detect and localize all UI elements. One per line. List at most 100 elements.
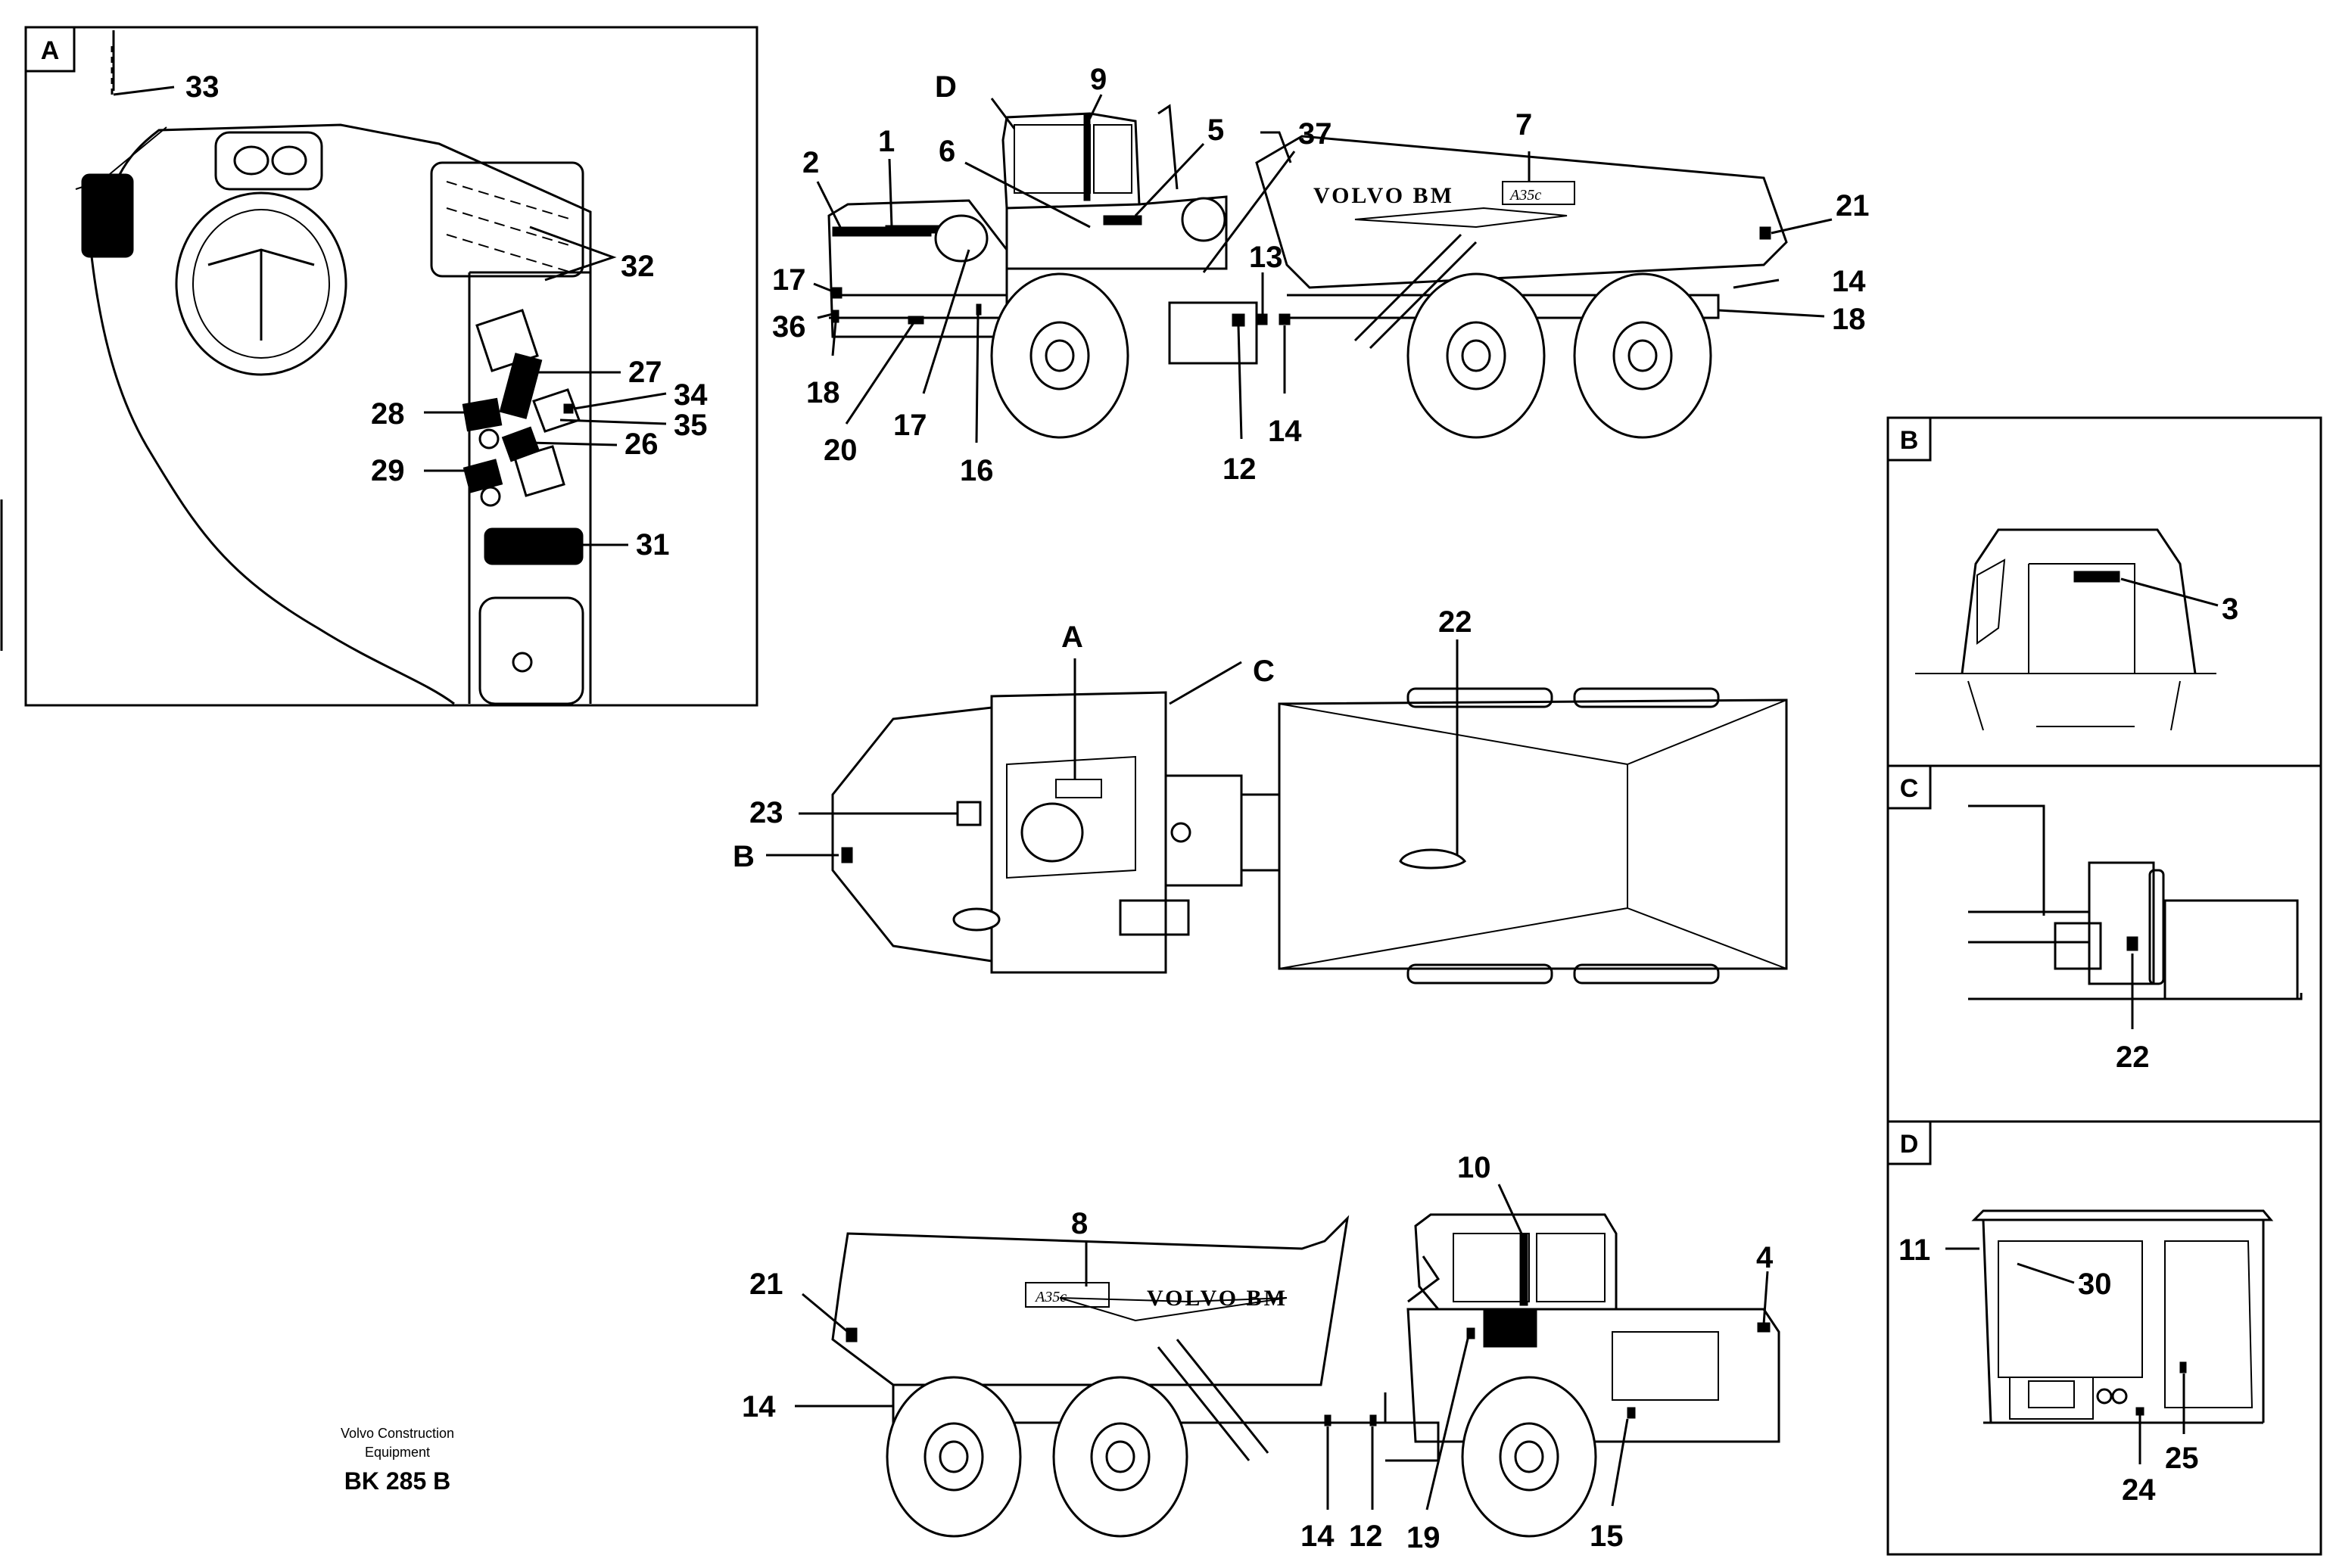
bottom-decal-15: [1627, 1407, 1636, 1419]
plan-cab: [990, 691, 1167, 974]
callout-29: 29: [371, 454, 405, 487]
top-front-hub: [1029, 321, 1090, 390]
plan-hitch: [1241, 793, 1281, 872]
cab-front-window: [1998, 1240, 2143, 1378]
callout-31: 31: [636, 528, 670, 562]
callout-24: 24: [2122, 1473, 2156, 1507]
callout-9: 9: [1090, 63, 1107, 96]
callout-5: 5: [1207, 114, 1224, 147]
plan-dump-inner: [1279, 699, 1787, 969]
callout-28: 28: [371, 397, 405, 431]
top-decal-12: [1232, 313, 1245, 327]
bottom-brand-text: VOLVO BM: [1147, 1286, 1288, 1311]
callout-17-top: 17: [772, 263, 806, 297]
top-decal-20: [908, 316, 924, 325]
leader-30: [2017, 1262, 2075, 1284]
bottom-front-hub: [1499, 1422, 1559, 1492]
bottom-decal-19: [1466, 1327, 1475, 1339]
panel-a-frame: [24, 26, 758, 707]
plan-pivot: [1170, 822, 1191, 843]
panel-c-letter-box: [1886, 764, 1932, 810]
top-rear-hub-2: [1612, 321, 1673, 390]
callout-26: 26: [624, 428, 659, 461]
top-decal-5: [1103, 215, 1142, 226]
steering-spokes: [207, 248, 315, 341]
plan-tire-bottom-1: [1406, 963, 1553, 985]
callout-11: 11: [1898, 1234, 1930, 1267]
callout-c-22: 22: [2116, 1041, 2150, 1074]
top-brand-text: VOLVO BM: [1313, 183, 1454, 208]
panel-a-letter-box: [24, 26, 76, 73]
callout-14-left: 14: [742, 1390, 776, 1423]
callout-12-lower: 12: [1349, 1520, 1383, 1553]
top-cab-pillar-9: [1083, 113, 1091, 201]
top-dump-body: [1255, 135, 1788, 289]
leader-36: [817, 313, 833, 319]
panel-b-letter-box: [1886, 416, 1932, 462]
top-rear-hub-1-inner: [1461, 339, 1491, 372]
top-cab-window-2: [1093, 124, 1132, 194]
callout-34: 34: [674, 378, 708, 412]
top-articulation: [1168, 301, 1258, 365]
valve-cover: [2054, 922, 2102, 970]
leader-plan-C: [1169, 661, 1242, 705]
bottom-dump-body: [831, 1215, 1350, 1386]
callout-19: 19: [1406, 1521, 1441, 1554]
callout-1: 1: [878, 125, 895, 158]
tank-block: [2163, 899, 2299, 1000]
callout-plan-A: A: [1061, 621, 1083, 654]
bottom-rear-wheel-2: [1052, 1376, 1188, 1538]
callout-16: 16: [960, 454, 994, 487]
top-rear-wheel-2: [1573, 272, 1712, 439]
callout-32: 32: [621, 250, 655, 283]
panel-d-frame: [1886, 1120, 2322, 1556]
bottom-hydraulic-cylinder: [1157, 1339, 1269, 1461]
leader-19: [1425, 1335, 1470, 1510]
ground-line: [1968, 993, 2303, 1000]
top-decal-13: [1256, 313, 1268, 325]
side-view-top: VOLVO BM A35c D 9 5 37 7 2 1 6 21 17: [772, 63, 1870, 487]
plan-decal-B: [841, 847, 853, 863]
plan-tire-top-2: [1573, 687, 1720, 708]
decal-28: [462, 397, 503, 432]
top-front-tank: [934, 214, 989, 263]
callout-21-bottom: 21: [749, 1268, 783, 1301]
callout-30: 30: [2078, 1268, 2112, 1301]
gauge-right: [271, 145, 307, 176]
gauge-left: [233, 145, 269, 176]
bottom-rear-wheel-1: [886, 1376, 1022, 1538]
panel-c: C 22: [1886, 764, 2322, 1123]
lower-console: [478, 596, 584, 705]
callout-plan-B: B: [733, 840, 755, 873]
bottom-cab-window-2: [1536, 1233, 1606, 1302]
bottom-rear-hub-2-inner: [1105, 1440, 1135, 1473]
top-view: A C 22 23 B: [733, 605, 1788, 985]
leader-D-top: [990, 98, 1016, 129]
leader-37: [1202, 151, 1296, 273]
callout-27: 27: [628, 356, 662, 389]
top-model-text: A35c: [1509, 187, 1541, 204]
callout-20: 20: [824, 434, 858, 467]
bottom-model-text: A35c: [1034, 1289, 1067, 1305]
plan-dump-body: [1278, 698, 1788, 970]
callout-25: 25: [2165, 1442, 2199, 1475]
bottom-cab: [1414, 1213, 1618, 1311]
leader-9: [1087, 94, 1103, 122]
callout-10: 10: [1457, 1151, 1491, 1184]
steering-wheel-inner: [192, 209, 330, 359]
bottom-articulation: [1385, 1421, 1440, 1462]
top-decal-14: [1279, 313, 1291, 325]
cab-front-frame: [1982, 1219, 2265, 1424]
leader-1: [888, 158, 893, 228]
bottom-engine-grille: [1612, 1331, 1719, 1401]
plan-grille: [1119, 899, 1190, 936]
leader-2: [816, 181, 842, 228]
bottom-cab-window-1: [1453, 1233, 1530, 1302]
torn-edge: [89, 30, 455, 705]
decal-27: [499, 353, 543, 419]
callout-17-bottom: 17: [893, 409, 927, 442]
top-decal-17a: [832, 287, 843, 299]
bottom-brand-swoosh: [1059, 1297, 1288, 1322]
panel-b-letter: B: [1900, 426, 1919, 455]
side-view-bottom: A35c VOLVO BM 10 8 4: [742, 1151, 1780, 1554]
